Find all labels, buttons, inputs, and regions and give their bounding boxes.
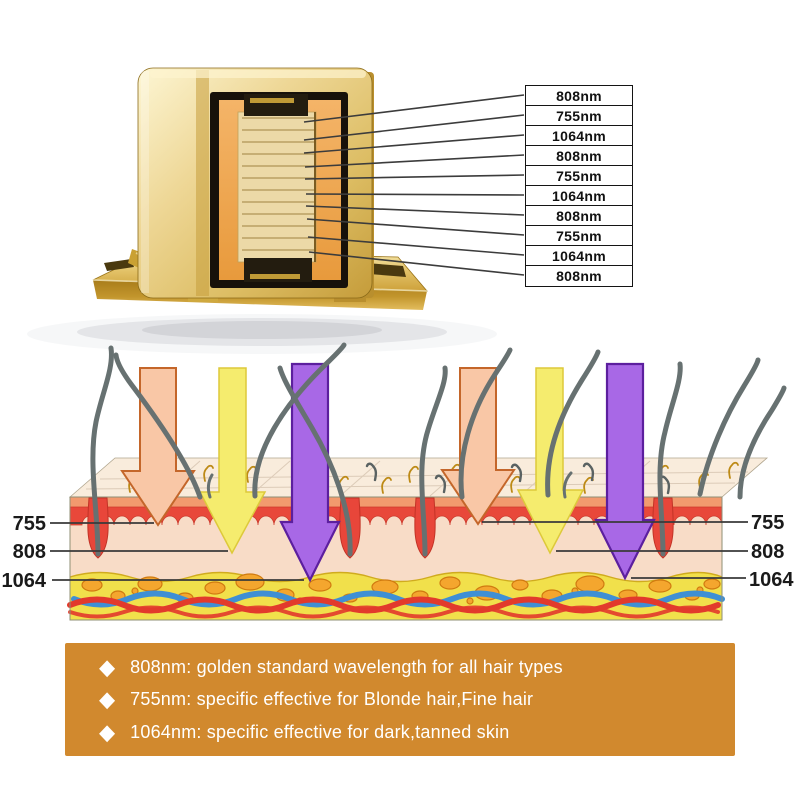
wavelength-label-box: 755nm	[525, 225, 633, 247]
wavelength-label-box: 755nm	[525, 165, 633, 187]
skin-cross-section-diagram: 755 808 1064 755 808 1064	[2, 342, 795, 621]
module-shadow	[27, 314, 497, 354]
laser-bar-stack	[237, 111, 317, 263]
banner-item-1064: ◆ 1064nm: specific effective for dark,ta…	[65, 719, 735, 745]
wavelength-label-box: 808nm	[525, 85, 633, 107]
wavelength-label-box: 808nm	[525, 145, 633, 167]
depth-label-1064-left: 1064	[2, 570, 47, 592]
wavelength-info-banner: ◆ 808nm: golden standard wavelength for …	[65, 643, 735, 756]
wavelength-label-box: 1064nm	[525, 185, 633, 207]
wavelength-label-box: 808nm	[525, 265, 633, 287]
diamond-bullet-icon: ◆	[99, 654, 116, 680]
arrow-808nm	[198, 367, 267, 555]
hair-strands	[90, 342, 787, 557]
banner-item-755: ◆ 755nm: specific effective for Blonde h…	[65, 687, 735, 712]
top-clamp	[244, 94, 308, 116]
skin-block-outline	[69, 496, 723, 621]
wavelength-label-box: 1064nm	[525, 245, 633, 267]
depth-label-755-right: 755	[751, 512, 784, 534]
callout-lines	[303, 94, 525, 276]
arrow-1064nm	[594, 362, 656, 581]
screw-slot-right	[366, 263, 406, 277]
wavelength-label-box: 808nm	[525, 205, 633, 227]
wavelength-label-box: 755nm	[525, 105, 633, 127]
module-frame	[137, 67, 374, 302]
blood-vessels	[67, 590, 725, 619]
arrow-755nm	[120, 367, 196, 527]
laser-module-illustration	[27, 67, 525, 354]
depth-marker-lines	[50, 521, 748, 581]
banner-item-808: ◆ 808nm: golden standard wavelength for …	[65, 654, 735, 680]
banner-item-text: 755nm: specific effective for Blonde hai…	[130, 689, 534, 709]
diamond-bullet-icon: ◆	[99, 719, 116, 745]
depth-label-808-left: 808	[13, 541, 46, 563]
depth-label-1064-right: 1064	[749, 569, 794, 591]
diamond-bullet-icon: ◆	[99, 687, 116, 712]
epidermis-top-band	[70, 497, 722, 508]
arrow-1064nm	[279, 362, 341, 583]
banner-item-text: 1064nm: specific effective for dark,tann…	[130, 721, 510, 742]
depth-labels: 755 808 1064 755 808 1064	[2, 512, 795, 592]
bottom-clamp	[244, 258, 312, 282]
wavelength-label-box: 1064nm	[525, 125, 633, 147]
depth-label-808-right: 808	[751, 541, 784, 563]
depth-label-755-left: 755	[13, 513, 46, 535]
screw-slot-left	[104, 259, 134, 271]
banner-item-text: 808nm: golden standard wavelength for al…	[130, 656, 563, 677]
